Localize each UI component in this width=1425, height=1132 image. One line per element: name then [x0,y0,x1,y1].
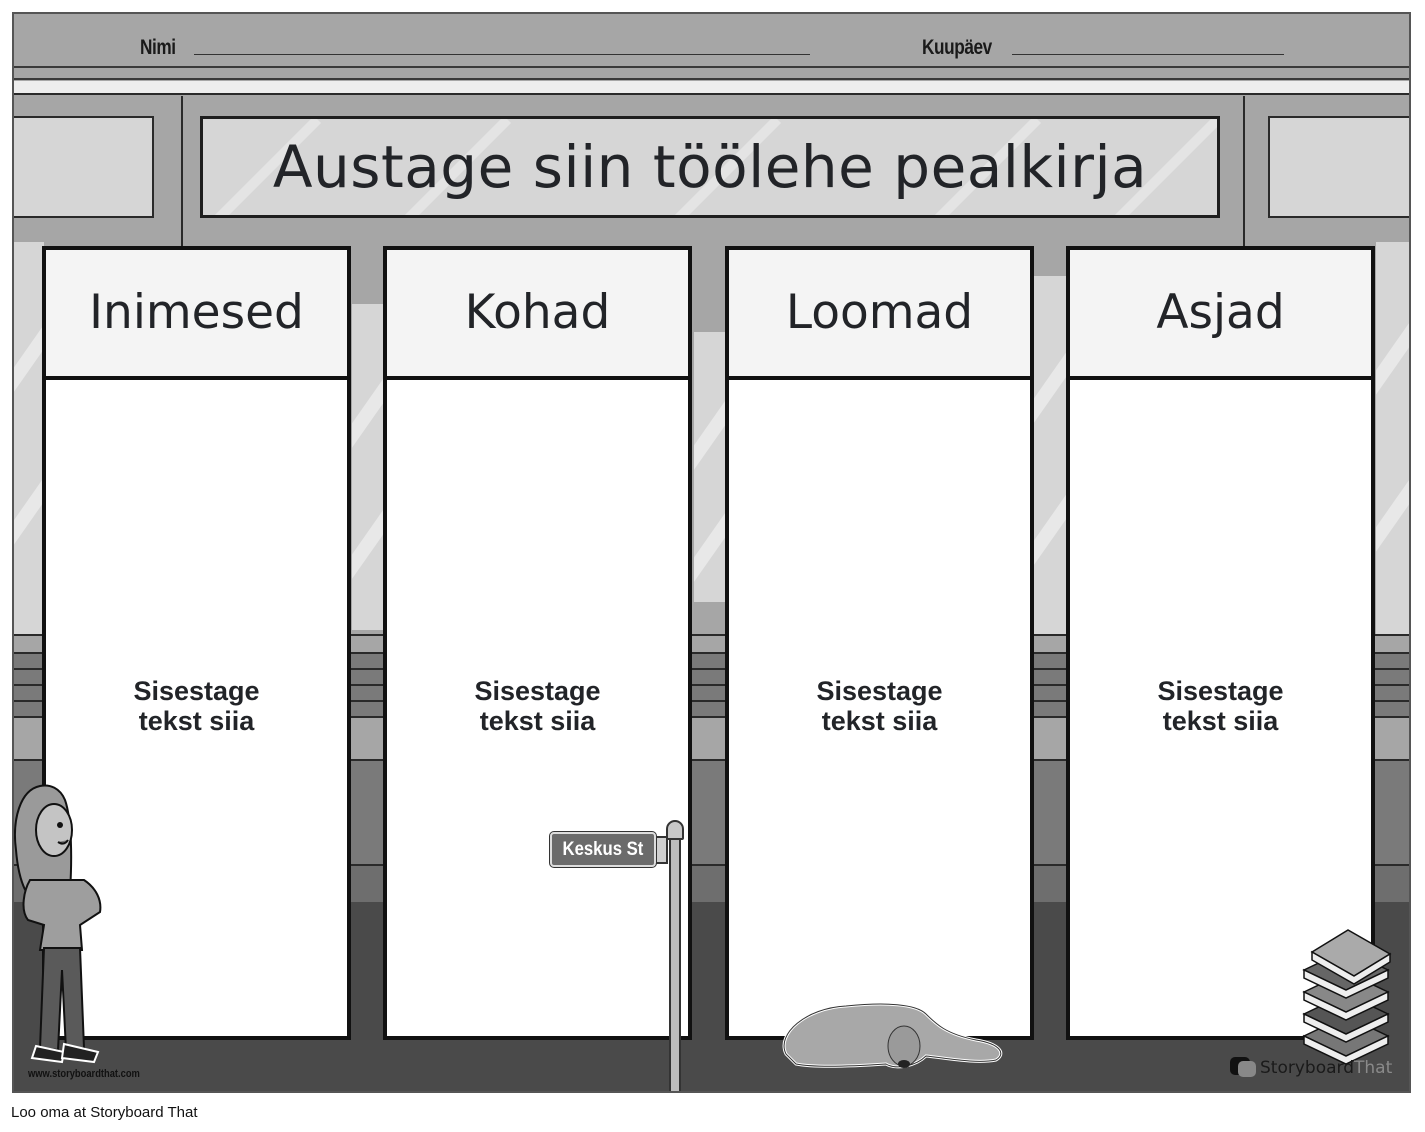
sleeping-dog-icon [782,1002,1003,1069]
column-body[interactable]: Sisestage tekst siia [1070,380,1371,1036]
glass-pane [694,332,726,602]
date-label: Kuupäev [922,36,992,59]
column-heading-text: Loomad [785,285,974,340]
header-trim [14,68,1409,80]
title-panel[interactable]: Austage siin töölehe pealkirja [200,116,1220,218]
name-field[interactable] [194,54,810,55]
facade-stripe [14,668,1409,684]
column-heading-text: Kohad [464,285,611,340]
column-body[interactable]: Sisestage tekst siia [46,380,347,1036]
facade-stripe [14,652,1409,668]
glass-pane [14,242,44,634]
girl-character-icon [14,784,102,1064]
storyboardthat-logo: Storyboard That [1230,1057,1392,1079]
facade-stripe [14,684,1409,700]
column-things: Asjad Sisestage tekst siia [1066,246,1375,1040]
column-places: Kohad Sisestage tekst siia [383,246,692,1040]
date-field[interactable] [1012,54,1284,55]
facade-stripe [14,700,1409,716]
facade-stripe [14,634,1409,652]
column-heading[interactable]: Inimesed [46,250,347,380]
placeholder-text[interactable]: Sisestage tekst siia [816,676,943,736]
book-stack-icon [1302,929,1392,1065]
street-sign-cap [666,820,684,840]
glass-pane [1376,242,1409,634]
side-window-right [1268,116,1409,218]
column-body[interactable]: Sisestage tekst siia [729,380,1030,1036]
column-people: Inimesed Sisestage tekst siia [42,246,351,1040]
awning-strip [14,81,1409,95]
street-sign-bracket [654,836,668,864]
glass-pane [352,304,384,630]
column-body[interactable]: Sisestage tekst siia [387,380,688,1036]
speech-bubble-icon [1230,1057,1256,1079]
column-heading[interactable]: Loomad [729,250,1030,380]
column-heading[interactable]: Asjad [1070,250,1371,380]
placeholder-text[interactable]: Sisestage tekst siia [1157,676,1284,736]
column-heading-text: Asjad [1156,285,1285,340]
column-heading[interactable]: Kohad [387,250,688,380]
name-label: Nimi [140,36,176,59]
column-animals: Loomad Sisestage tekst siia [725,246,1034,1040]
side-window-left [14,116,154,218]
footer-caption[interactable]: Loo oma at Storyboard That [11,1104,198,1121]
watermark-url: www.storyboardthat.com [28,1068,140,1080]
pillar-edge [181,96,183,246]
pillar-edge [1243,96,1245,246]
worksheet: Nimi Kuupäev Austage siin töölehe pealki… [12,12,1411,1093]
street-sign: Keskus St [549,831,657,868]
placeholder-text[interactable]: Sisestage tekst siia [133,676,260,736]
header-band: Nimi Kuupäev [14,14,1409,68]
worksheet-title[interactable]: Austage siin töölehe pealkirja [272,133,1148,201]
glass-pane [1034,276,1066,634]
placeholder-text[interactable]: Sisestage tekst siia [474,676,601,736]
street-sign-text: Keskus St [562,838,644,860]
column-heading-text: Inimesed [89,285,304,340]
street-sign-pole [669,836,681,1091]
